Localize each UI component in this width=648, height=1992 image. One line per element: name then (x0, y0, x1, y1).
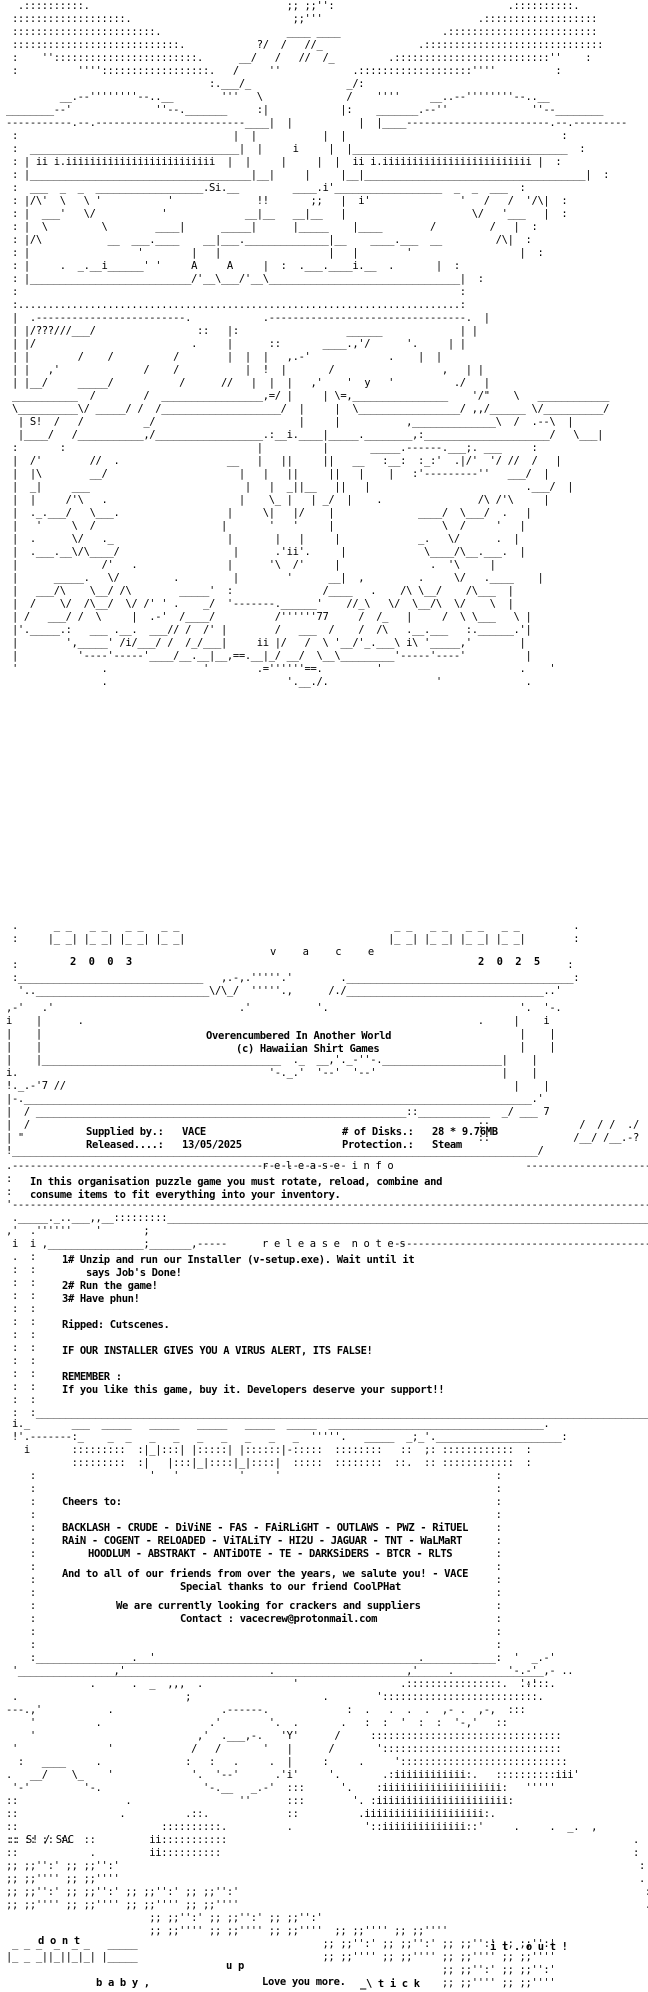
ascii-notes-frame: i i ,________________;_______,----- ----… (11, 1238, 648, 1419)
released-value: 13/05/2025 (182, 1139, 242, 1151)
ascii-header-art: .::::::::::. ;; ;;'': .::::::::::. :::::… (5, 0, 628, 688)
ascii-greets-frame: i._ ___ _____ _____ _____ _____ _____ __… (11, 1418, 574, 1690)
note-virus-alert: IF OUR INSTALLER GIVES YOU A VIRUS ALERT… (62, 1345, 373, 1357)
note-remember-label: REMEMBER : (62, 1371, 122, 1383)
footer-it-out: i t . o u t ! (490, 1941, 568, 1953)
year-left: 2 0 0 3 (70, 956, 136, 968)
info-line-2: consume items to fit everything into you… (30, 1189, 341, 1201)
disks-label: # of Disks.: (342, 1126, 414, 1138)
footer-love: Love you more. (262, 1976, 346, 1988)
info-header: r e l e a s e i n f o (262, 1160, 394, 1172)
footer-stick: _\ t i c k (360, 1978, 420, 1990)
greets-cheers-label: Cheers to: (62, 1496, 122, 1508)
greets-contact: Contact : vacecrew@protonmail.com (180, 1613, 378, 1625)
greets-looking: We are currently looking for crackers an… (116, 1600, 421, 1612)
note-ripped: Ripped: Cutscenes. (62, 1319, 170, 1331)
ascii-footer-art: . ' . _ . ' _.-' ,' . ,' . '-.-' . . . _… (5, 1652, 648, 1989)
info-line-1: In this organisation puzzle game you mus… (30, 1176, 443, 1188)
ascii-title-frame: ,-' .' .' '. '. '-. i | . . | i | | (5, 1002, 639, 1157)
note-step-1: 1# Unzip and run our Installer (v-setup.… (62, 1254, 415, 1266)
release-copyright: (c) Hawaiian Shirt Games (236, 1043, 380, 1055)
protection-value: Steam (432, 1139, 462, 1151)
note-remember-text: If you like this game, buy it. Developer… (62, 1384, 445, 1396)
supplied-value: VACE (182, 1126, 206, 1138)
protection-label: Protection.: (342, 1139, 414, 1151)
ascii-years-art: . _ _ _ _ _ _ _ _ _ _ _ _ _ _ _ _ . : |_… (11, 920, 580, 997)
greets-line-1: BACKLASH - CRUDE - DiViNE - FAS - FAiRLi… (62, 1522, 469, 1534)
greets-line-3: HOODLUM - ABSTRAKT - ANTiDOTE - TE - DAR… (88, 1548, 453, 1560)
notes-header: r e l e a s e n o t e s (262, 1238, 406, 1250)
released-label: Released....: (86, 1139, 164, 1151)
footer-dont: d o n t (38, 1935, 80, 1947)
greets-salute: And to all of our friends from over the … (62, 1568, 469, 1580)
year-right: 2 0 2 5 (478, 956, 544, 968)
greets-line-2: RAiN - COGENT - RELOADED - ViTALiTY - HI… (62, 1535, 463, 1547)
note-step-1-cont: says Job's Done! (86, 1267, 182, 1279)
footer-up: u p (226, 1960, 244, 1972)
supplied-label: Supplied by.: (86, 1126, 164, 1138)
ascii-info-frame: .---------------------------------------… (5, 1160, 648, 1237)
note-step-2: 2# Run the game! (62, 1280, 158, 1292)
group-name: v a c e (270, 946, 385, 958)
greets-thanks: Special thanks to our friend CoolPHat (180, 1581, 401, 1593)
note-step-3: 3# Have phun! (62, 1293, 140, 1305)
release-title: Overencumbered In Another World (206, 1030, 392, 1042)
footer-baby: b a b y , (96, 1977, 150, 1989)
footer-sac: :: S! / SAC (8, 1834, 74, 1846)
disks-value: 28 * 9.76MB (432, 1126, 498, 1138)
